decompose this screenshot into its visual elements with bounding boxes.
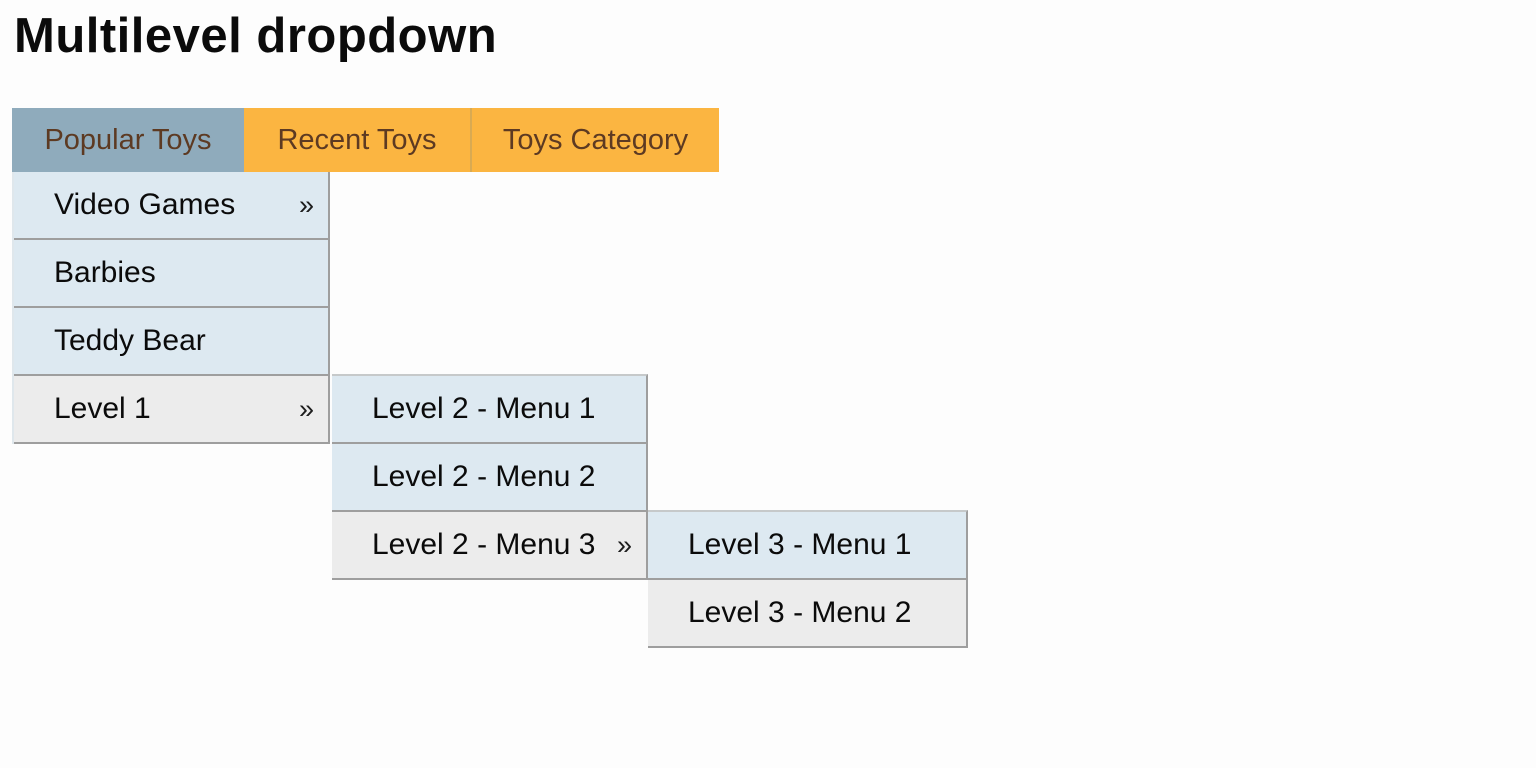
menu-item-teddy-bear[interactable]: Teddy Bear (14, 308, 328, 376)
submenu-arrow-icon: » (616, 529, 632, 560)
tab-popular-toys[interactable]: Popular Toys (12, 108, 244, 172)
menu-item-label: Level 2 - Menu 2 (372, 460, 596, 493)
menu-bar: Popular Toys Recent Toys Toys Category (12, 108, 719, 172)
menu-item-level-1[interactable]: Level 1 » (14, 376, 328, 444)
menu-item-label: Level 3 - Menu 2 (688, 596, 912, 629)
dropdown-level-2: Level 2 - Menu 1 Level 2 - Menu 2 Level … (332, 374, 648, 580)
menu-item-label: Video Games (54, 188, 236, 221)
page-title: Multilevel dropdown (14, 9, 498, 63)
menu-item-label: Level 2 - Menu 3 (372, 528, 596, 561)
menu-item-level-2-menu-2[interactable]: Level 2 - Menu 2 (332, 444, 646, 512)
tab-toys-category[interactable]: Toys Category (470, 108, 719, 172)
submenu-arrow-icon: » (298, 393, 314, 424)
menu-item-level-2-menu-1[interactable]: Level 2 - Menu 1 (332, 376, 646, 444)
submenu-arrow-icon: » (298, 189, 314, 220)
dropdown-level-1: Video Games » Barbies Teddy Bear Level 1… (12, 172, 330, 444)
tab-recent-toys[interactable]: Recent Toys (244, 108, 470, 172)
menu-item-barbies[interactable]: Barbies (14, 240, 328, 308)
menu-item-label: Teddy Bear (54, 324, 206, 357)
menu-item-label: Level 3 - Menu 1 (688, 528, 912, 561)
menu-item-label: Barbies (54, 256, 156, 289)
menu-item-video-games[interactable]: Video Games » (14, 172, 328, 240)
menu-item-level-3-menu-2[interactable]: Level 3 - Menu 2 (648, 580, 966, 648)
menu-item-level-2-menu-3[interactable]: Level 2 - Menu 3 » (332, 512, 646, 580)
menu-item-label: Level 1 (54, 392, 151, 425)
menu-item-label: Level 2 - Menu 1 (372, 392, 596, 425)
dropdown-level-3: Level 3 - Menu 1 Level 3 - Menu 2 (648, 510, 968, 648)
menu-item-level-3-menu-1[interactable]: Level 3 - Menu 1 (648, 512, 966, 580)
